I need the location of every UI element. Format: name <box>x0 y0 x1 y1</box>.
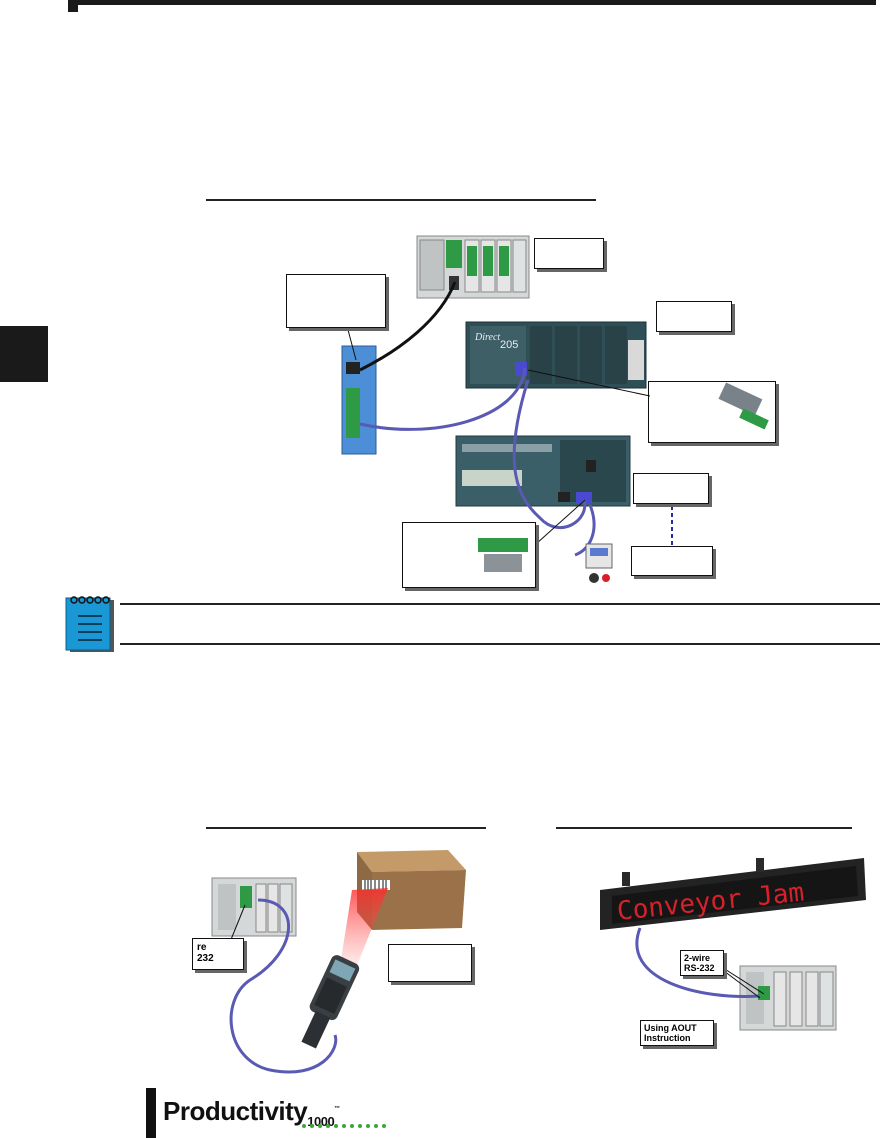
p1000-plc-top <box>416 235 530 299</box>
note-notebook-icon <box>65 596 114 652</box>
label-scanner-wire-text: re 232 <box>197 942 214 964</box>
p1000-plc-small <box>211 877 297 937</box>
svg-text:Direct: Direct <box>474 332 500 343</box>
logo-tm: ™ <box>334 1106 340 1112</box>
logo-dots <box>302 1124 386 1128</box>
dl205-rack: Direct 205 <box>465 321 647 389</box>
label-aout-text: Using AOUT Instruction <box>644 1023 697 1043</box>
logo-main-text: Productivity <box>163 1096 308 1126</box>
label-sign-wire-text: 2-wire RS-232 <box>684 953 715 973</box>
header-marker <box>68 0 78 12</box>
callout-dl205 <box>656 301 732 332</box>
callout-terminal <box>402 522 536 588</box>
callout-dl06 <box>633 473 709 504</box>
callout-p1000 <box>534 238 604 269</box>
note-rule-bottom <box>120 643 880 645</box>
callout-device <box>631 546 713 576</box>
callout-module <box>286 274 386 328</box>
figure-title-rule-2 <box>206 827 486 829</box>
header-rule <box>68 0 876 5</box>
label-aout: Using AOUT Instruction <box>640 1020 714 1046</box>
barcode-diagram <box>211 850 466 1074</box>
note-rule-top <box>120 603 880 605</box>
chapter-tab <box>0 326 48 382</box>
callout-scanner <box>388 944 472 982</box>
handheld-scanner <box>301 955 360 1049</box>
callout-adapter <box>648 381 776 443</box>
field-device-icon <box>585 543 613 583</box>
label-sign-wire: 2-wire RS-232 <box>680 950 724 976</box>
p1000-plc-sign <box>739 965 837 1031</box>
label-scanner-wire: re 232 <box>192 938 244 970</box>
svg-text:205: 205 <box>500 339 518 351</box>
led-sign: Conveyor Jam <box>600 858 866 930</box>
logo-bar <box>146 1088 156 1138</box>
figure-title-rule-3 <box>556 827 852 829</box>
figure-title-rule-1 <box>206 199 596 201</box>
dl06-plc <box>455 435 631 507</box>
network-diagram: Direct 205 <box>341 235 769 583</box>
sp-module-blue <box>341 345 377 455</box>
serial-adapter-icon <box>718 382 769 430</box>
led-sign-diagram: Conveyor Jam <box>600 858 866 1031</box>
terminal-adapter-icon <box>478 538 528 572</box>
